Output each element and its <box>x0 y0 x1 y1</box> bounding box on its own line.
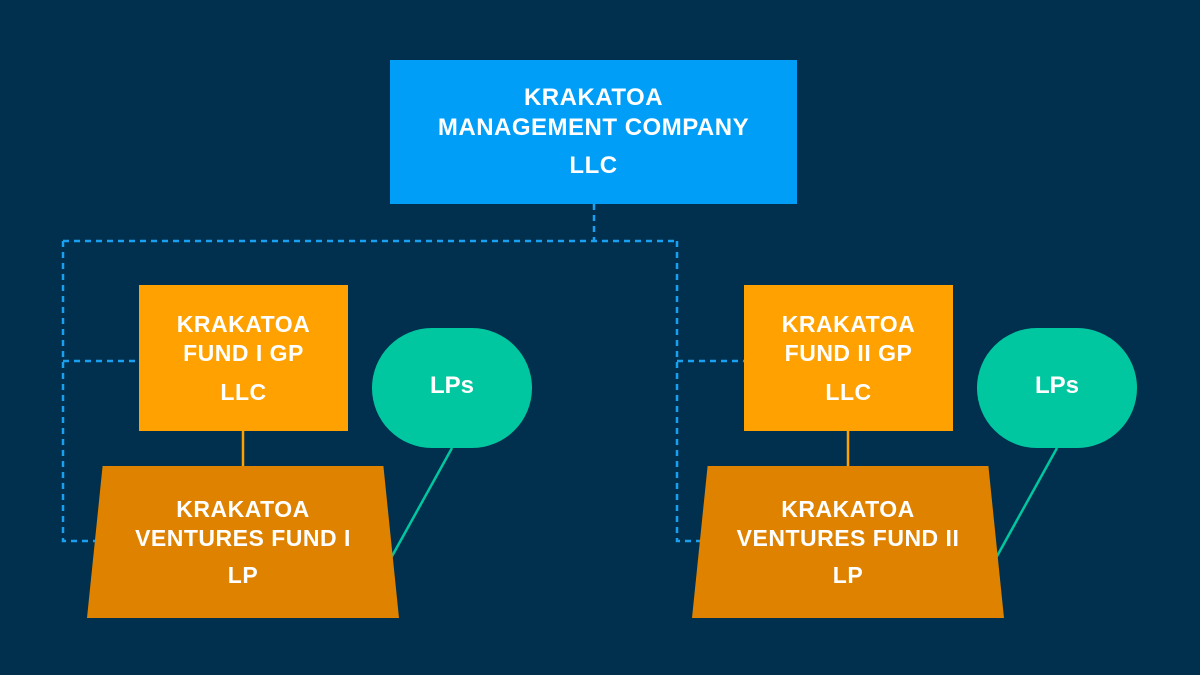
gp1-name-line1: KRAKATOA <box>176 310 311 337</box>
fund1-suffix: LP <box>227 561 259 588</box>
lps-node-fund-i: LPs <box>372 328 532 448</box>
gp2-suffix: LLC <box>825 378 872 405</box>
management-name-line2: MANAGEMENT COMPANY <box>437 114 750 141</box>
fund2-name-line1: KRAKATOA <box>781 495 915 522</box>
lps-node-fund-ii: LPs <box>977 328 1137 448</box>
gp1-name-line2: FUND I GP <box>183 339 304 366</box>
fund-i-gp-box: KRAKATOA FUND I GP LLC <box>139 285 348 431</box>
ventures-fund-ii-box: KRAKATOA VENTURES FUND II LP <box>692 466 1004 618</box>
fund2-name-line2: VENTURES FUND II <box>736 524 960 551</box>
lps2-fund2-link <box>994 447 1059 559</box>
management-company-box: KRAKATOA MANAGEMENT COMPANY LLC <box>390 60 797 204</box>
fund1-name-line2: VENTURES FUND I <box>135 524 351 551</box>
ventures-fund-i-box: KRAKATOA VENTURES FUND I LP <box>87 466 399 618</box>
mgmt-connector-right <box>675 241 744 543</box>
fund1-name-line1: KRAKATOA <box>176 495 310 522</box>
lps1-fund1-link <box>389 447 454 559</box>
gp1-suffix: LLC <box>220 378 267 405</box>
gp2-name-line2: FUND II GP <box>784 339 913 366</box>
management-suffix: LLC <box>569 152 618 179</box>
mgmt-connector-left <box>61 241 139 543</box>
management-name-line1: KRAKATOA <box>523 84 664 111</box>
gp2-name-line1: KRAKATOA <box>781 310 916 337</box>
fund-ii-gp-box: KRAKATOA FUND II GP LLC <box>744 285 953 431</box>
fund2-suffix: LP <box>832 561 864 588</box>
